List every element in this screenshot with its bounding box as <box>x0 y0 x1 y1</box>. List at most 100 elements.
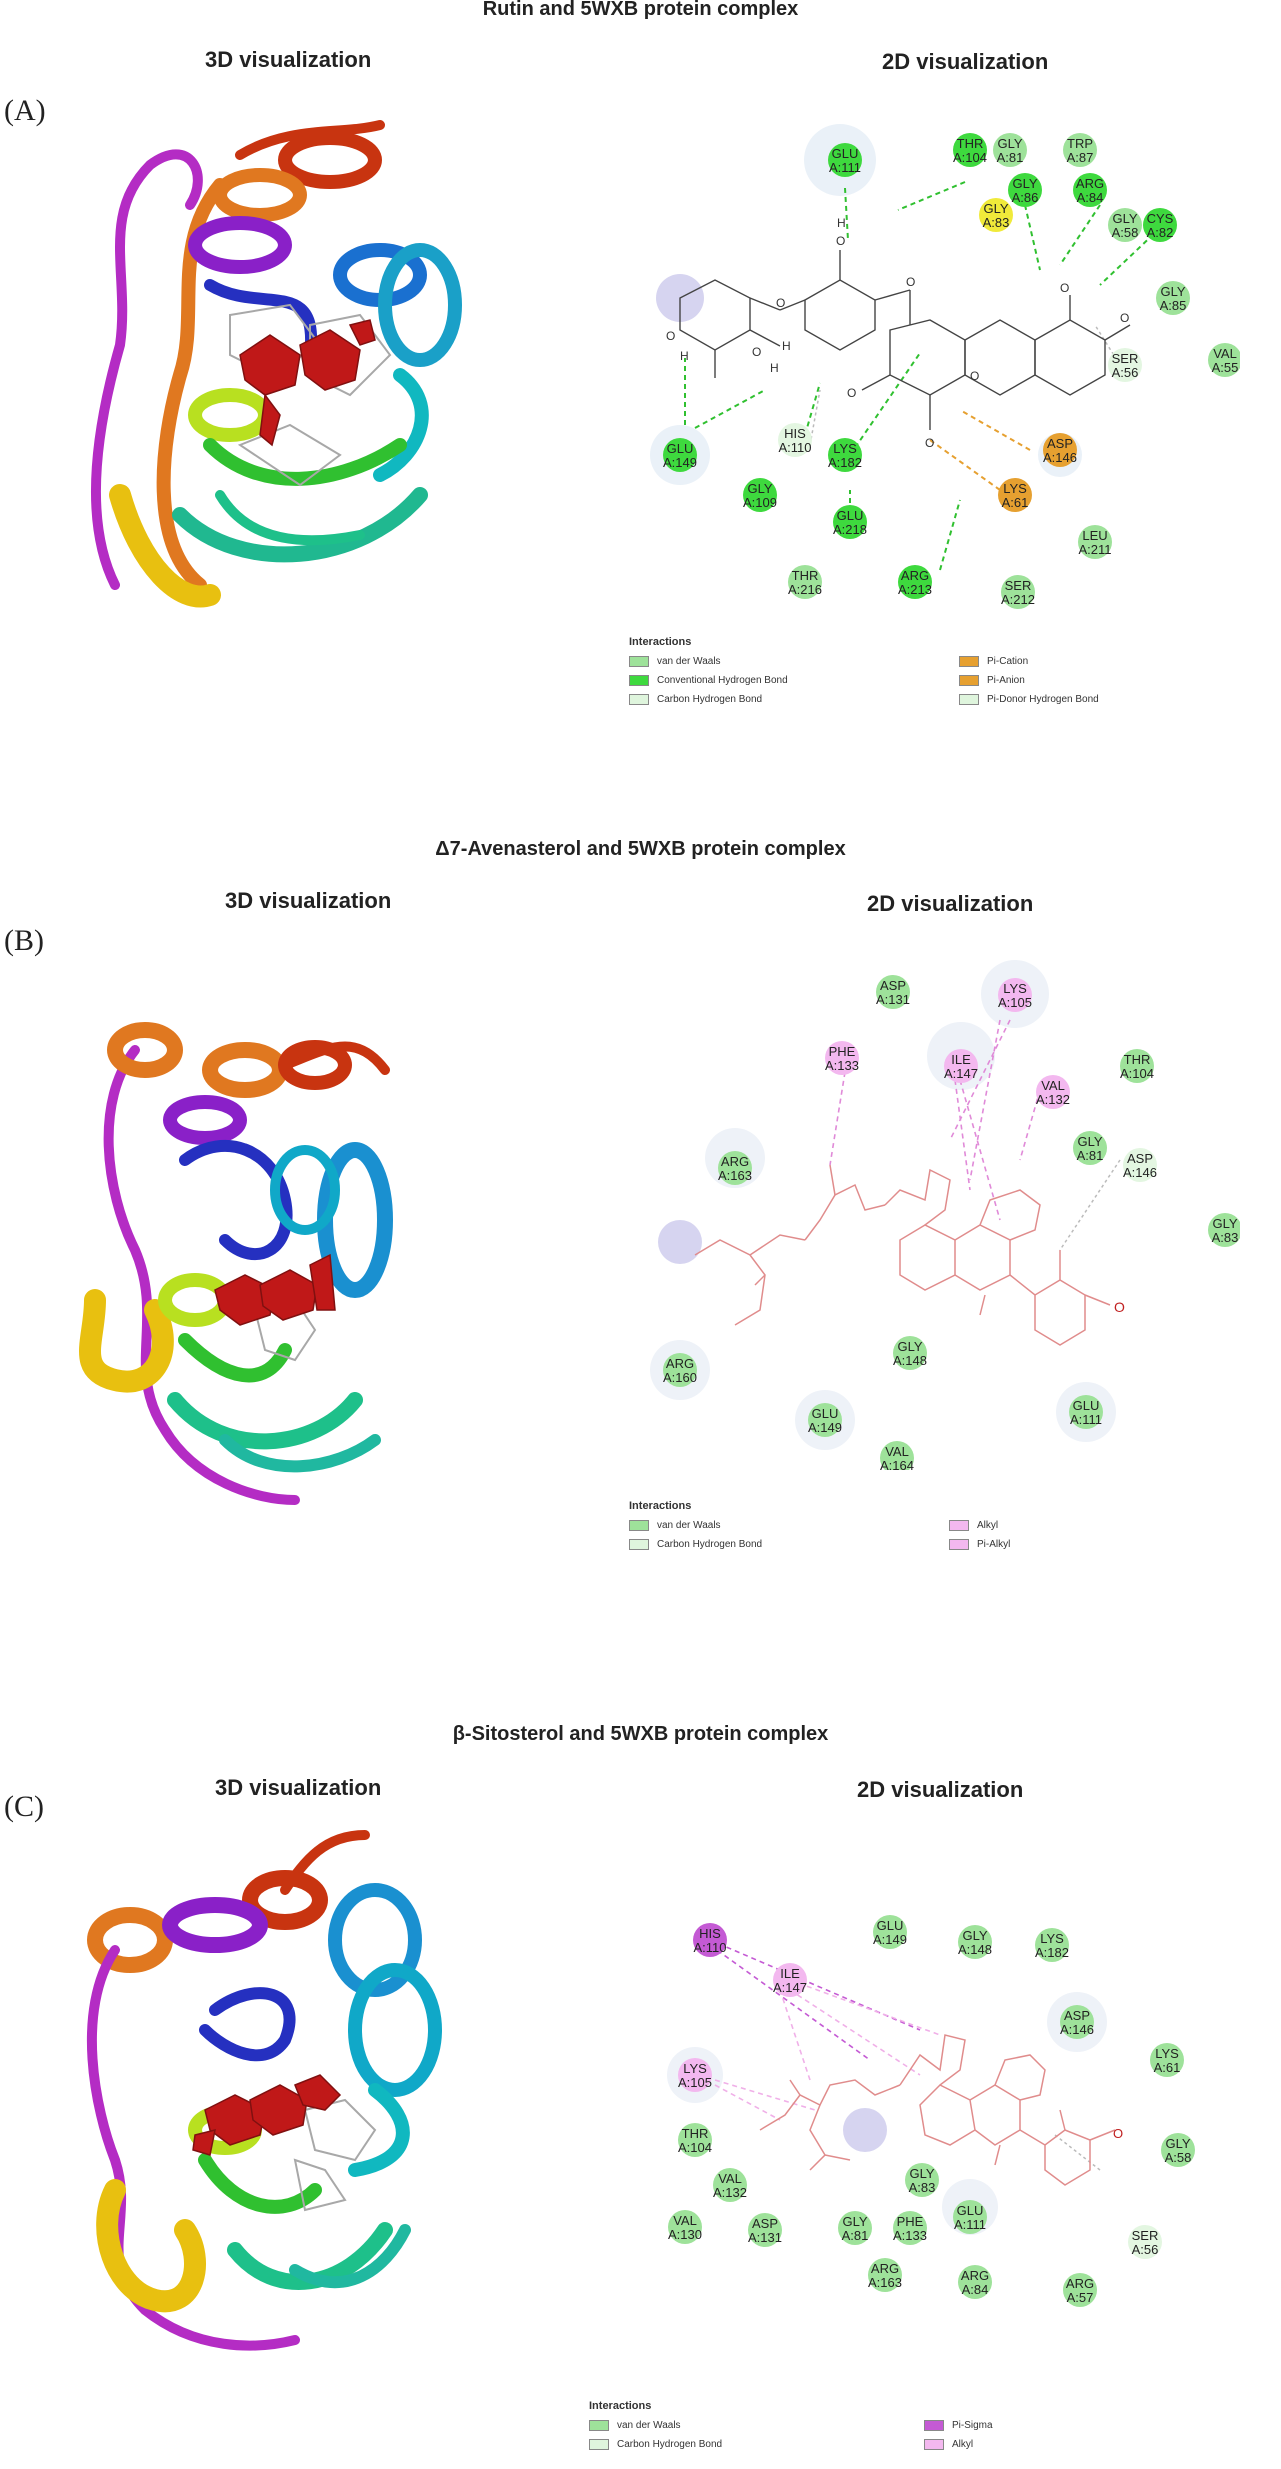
residue-number: A:163 <box>718 1168 752 1183</box>
residue-name: GLY <box>1112 211 1137 226</box>
panel-b-title: Δ7-Avenasterol and 5WXB protein complex <box>435 838 846 860</box>
svg-text:H: H <box>837 216 846 230</box>
residue-name: PHE <box>897 2214 924 2229</box>
panel-b-label: (B) <box>4 924 44 957</box>
residue-bubble <box>833 505 867 539</box>
panel-b-2d-heading: 2D visualization <box>867 891 1034 916</box>
residue-number: A:56 <box>1132 2242 1159 2257</box>
panel-a-legend-label-1: Conventional Hydrogen Bond <box>657 675 788 686</box>
panel-a-residues: GLUA:111THRA:104GLYA:81TRPA:87GLYA:86ARG… <box>663 133 1240 609</box>
residue-name: GLY <box>962 1928 987 1943</box>
panel-b-legend-item: Pi-Alkyl <box>949 1539 1010 1550</box>
residue-bubble <box>838 2211 872 2245</box>
residue-bubble <box>1150 2043 1184 2077</box>
panel-c-label: (C) <box>4 1790 44 1823</box>
residue-name: LYS <box>1155 2046 1179 2061</box>
panel-a-legend-item: Carbon Hydrogen Bond <box>629 694 762 705</box>
panel-c-legend-item: Pi-Sigma <box>924 2420 993 2431</box>
residue-bubble <box>998 978 1032 1012</box>
residue-number: A:105 <box>678 2075 712 2090</box>
residue-bubble <box>1156 281 1190 315</box>
residue-name: ARG <box>721 1154 749 1169</box>
residue-number: A:104 <box>953 150 987 165</box>
residue-name: SER <box>1112 351 1139 366</box>
residue-name: GLU <box>877 1918 904 1933</box>
residue-bubble <box>773 1963 807 1997</box>
residue-name: ILE <box>951 1052 971 1067</box>
residue-name: LYS <box>1003 981 1027 996</box>
panel-c-legend-label-0: van der Waals <box>617 2420 681 2431</box>
residue-bubble <box>1043 433 1077 467</box>
panel-a-legend-label-0: van der Waals <box>657 656 721 667</box>
residue-bubble <box>713 2168 747 2202</box>
panel-c-2d-heading: 2D visualization <box>857 1777 1024 1802</box>
panel-a-legend-item: Conventional Hydrogen Bond <box>629 675 788 686</box>
panel-b-legend-swatch-1 <box>629 1539 649 1550</box>
residue-bubble <box>1063 2273 1097 2307</box>
panel-a-legend-label-4: Pi-Anion <box>987 675 1025 686</box>
residue-name: ASP <box>1064 2008 1090 2023</box>
residue-bubble <box>1108 348 1142 382</box>
residue-bubble <box>1120 1049 1154 1083</box>
svg-text:O: O <box>906 275 915 289</box>
panel-b-legend-title: Interactions <box>629 1500 692 1512</box>
residue-name: THR <box>957 136 984 151</box>
panel-a-ligand-rutin <box>679 250 1131 430</box>
residue-number: A:132 <box>713 2185 747 2200</box>
residue-number: A:111 <box>1070 1412 1102 1427</box>
residue-bubble <box>898 565 932 599</box>
panel-a-legend-item: Pi-Donor Hydrogen Bond <box>959 694 1099 705</box>
panel-b-legend-item: Carbon Hydrogen Bond <box>629 1539 762 1550</box>
svg-text:O: O <box>1060 281 1069 295</box>
residue-number: A:149 <box>808 1420 842 1435</box>
residue-number: A:146 <box>1060 2022 1094 2037</box>
residue-bubble <box>663 438 697 472</box>
residue-name: HIS <box>699 1926 721 1941</box>
panel-a-2d-interaction-diagram: OH O O OH OH H O O O O O GLUA:111THRA:10… <box>650 124 1240 609</box>
residue-bubble <box>678 2123 712 2157</box>
residue-number: A:56 <box>1112 365 1139 380</box>
residue-bubble <box>953 133 987 167</box>
panel-a-interaction-lines <box>684 181 1161 571</box>
panel-c-title: β-Sitosterol and 5WXB protein complex <box>452 1723 829 1745</box>
residue-number: A:218 <box>833 522 867 537</box>
panel-a-3d-protein-ribbon <box>90 120 462 608</box>
panel-a-legend-swatch-4 <box>959 675 979 686</box>
svg-text:O: O <box>847 386 856 400</box>
residue-bubble <box>893 2211 927 2245</box>
residue-number: A:149 <box>663 455 697 470</box>
residue-number: A:81 <box>1077 1148 1104 1163</box>
residue-name: GLU <box>832 146 859 161</box>
svg-text:O: O <box>836 234 845 248</box>
residue-bubble <box>979 198 1013 232</box>
panel-c-legend: Interactions van der Waals Carbon Hydrog… <box>589 2400 1249 2455</box>
residue-bubble <box>788 565 822 599</box>
residue-bubble <box>1161 2133 1195 2167</box>
residue-name: TRP <box>1067 136 1093 151</box>
residue-number: A:104 <box>678 2140 712 2155</box>
panel-c-legend-item: Alkyl <box>924 2439 973 2450</box>
residue-bubble <box>998 478 1032 512</box>
residue-name: GLY <box>747 481 772 496</box>
residue-bubble <box>1073 173 1107 207</box>
panel-b-legend-label-0: van der Waals <box>657 1520 721 1531</box>
panel-a-label: (A) <box>4 94 46 127</box>
residue-bubble <box>880 1441 914 1470</box>
residue-number: A:213 <box>898 582 932 597</box>
residue-number: A:82 <box>1147 225 1174 240</box>
residue-number: A:84 <box>1077 190 1104 205</box>
residue-name: GLY <box>1212 1216 1237 1231</box>
residue-number: A:147 <box>773 1980 807 1995</box>
residue-bubble <box>693 1923 727 1957</box>
residue-name: GLU <box>957 2203 984 2218</box>
svg-text:H: H <box>782 339 791 353</box>
residue-number: A:182 <box>1035 1945 1069 1960</box>
residue-number: A:160 <box>663 1370 697 1385</box>
panel-b-3d-protein-ribbon <box>79 1022 393 1505</box>
panel-a-legend-item: Pi-Anion <box>959 675 1025 686</box>
residue-number: A:182 <box>828 455 862 470</box>
residue-name: ARG <box>901 568 929 583</box>
panel-a-legend-title: Interactions <box>629 636 692 648</box>
residue-number: A:146 <box>1043 450 1077 465</box>
